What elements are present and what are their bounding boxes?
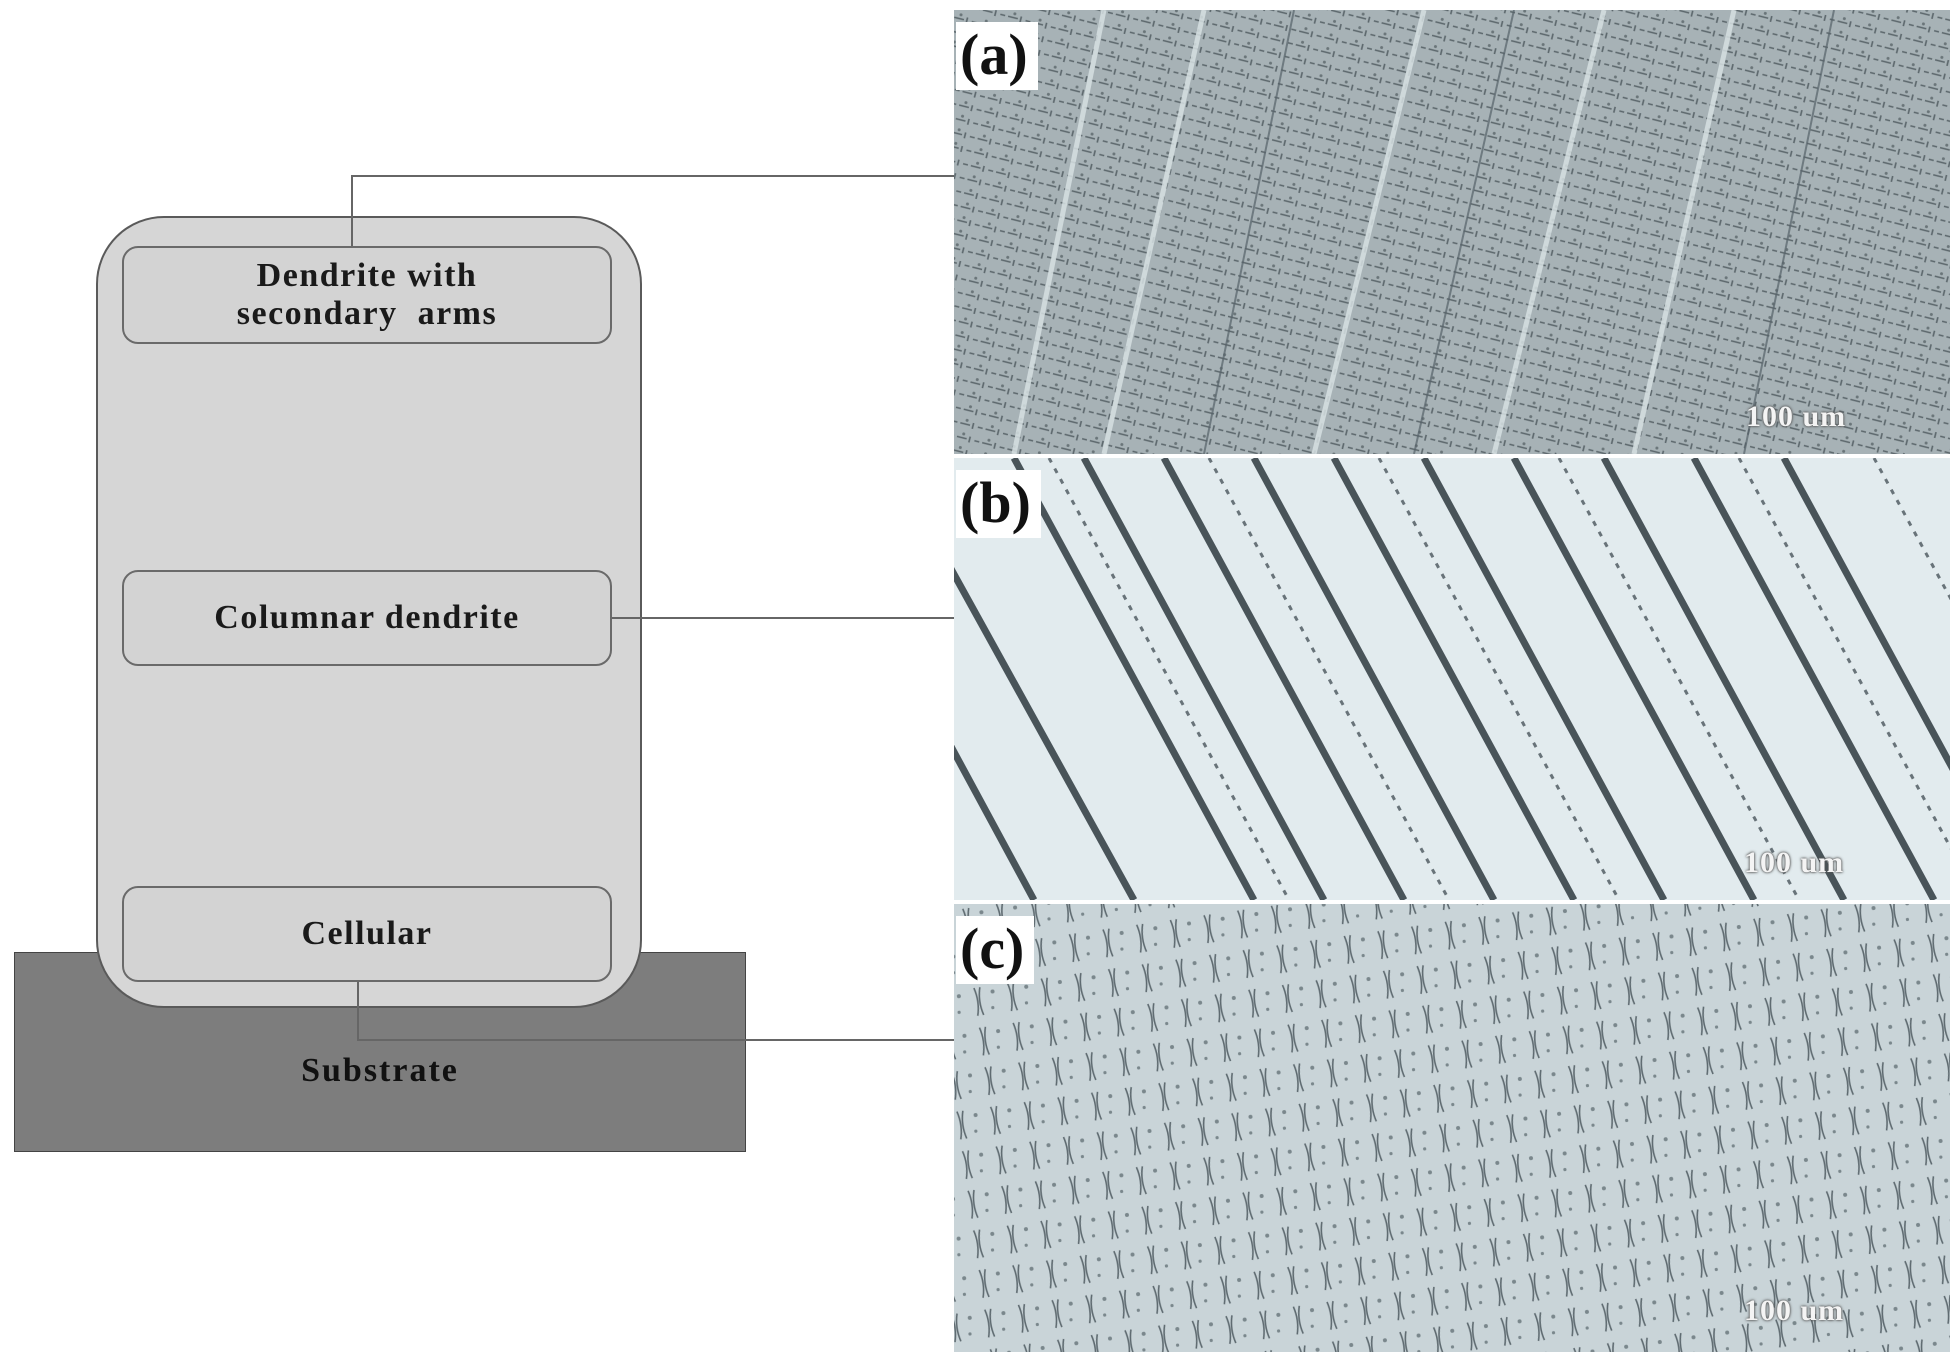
leader-line-a xyxy=(351,175,954,246)
zone-cellular: Cellular xyxy=(122,886,612,982)
micrograph-b xyxy=(954,458,1950,900)
micrograph-a xyxy=(954,10,1950,454)
zone-middle-label: Columnar dendrite xyxy=(214,599,520,636)
micrograph-c xyxy=(954,904,1950,1352)
panel-a-tag: (a) xyxy=(956,22,1038,90)
panel-a-scale-label: 100 um xyxy=(1746,400,1847,433)
zone-columnar-dendrite: Columnar dendrite xyxy=(122,570,612,666)
panel-b-tag: (b) xyxy=(956,470,1041,538)
zone-dendrite-secondary-arms: Dendrite with secondary arms xyxy=(122,246,612,344)
zone-bottom-label: Cellular xyxy=(301,915,433,952)
leader-line-c xyxy=(357,982,954,1041)
panel-c-tag: (c) xyxy=(956,916,1035,984)
zone-top-line-2: secondary arms xyxy=(236,295,498,332)
panel-c-scale-label: 100 um xyxy=(1744,1294,1845,1327)
substrate-label: Substrate xyxy=(301,1052,459,1089)
zone-top-line-1: Dendrite with xyxy=(256,257,478,294)
panel-b-scale-label: 100 um xyxy=(1744,846,1845,879)
